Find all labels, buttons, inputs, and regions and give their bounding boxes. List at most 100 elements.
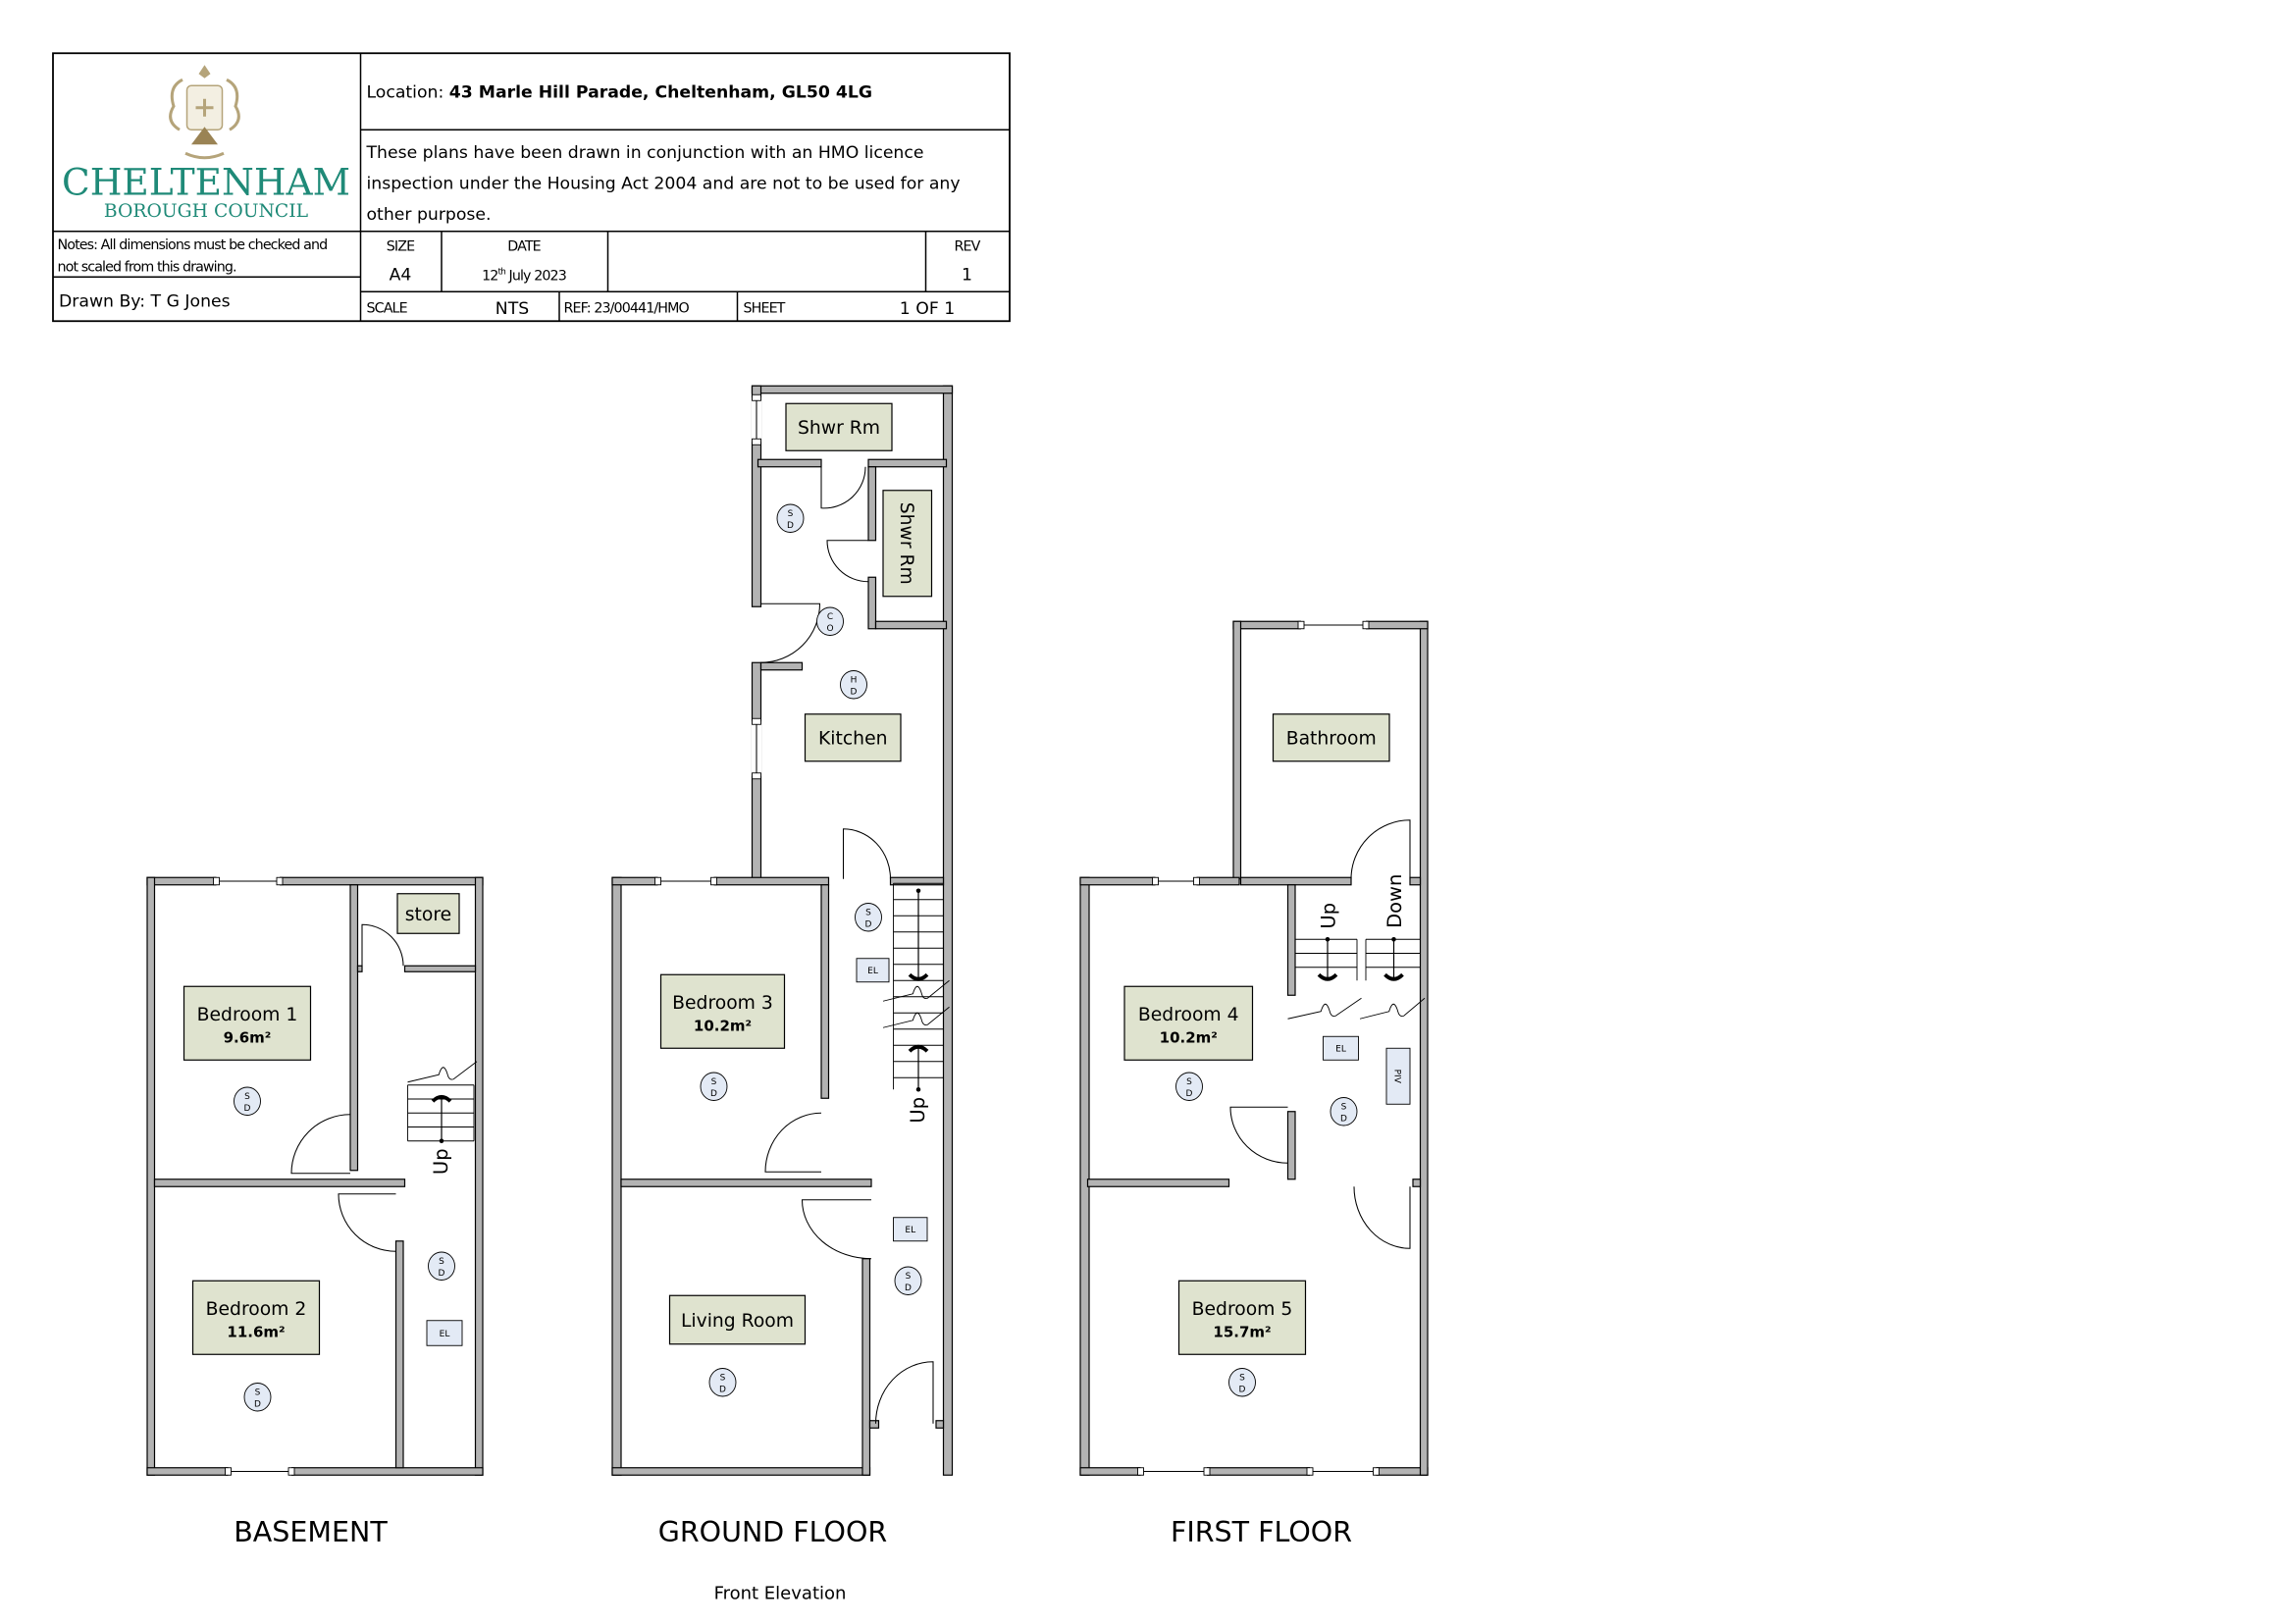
wall (474, 876, 484, 1476)
basement-title: BASEMENT (234, 1516, 388, 1548)
stair-break-line (882, 979, 950, 1002)
door-swing (874, 1361, 934, 1424)
door-swing (1353, 1186, 1411, 1249)
front-elevation-label: Front Elevation (714, 1583, 847, 1603)
svg-text:EL: EL (440, 1330, 450, 1339)
shower-room-1-label: Shwr Rm (785, 402, 893, 451)
size-value: A4 (390, 265, 412, 285)
wall (935, 1420, 945, 1429)
room-name: Kitchen (818, 729, 887, 750)
disclaimer-line-2: inspection under the Housing Act 2004 an… (367, 174, 961, 193)
svg-text:EL: EL (1335, 1045, 1346, 1055)
stair-break-line (1359, 997, 1426, 1020)
logo-name: CHELTENHAM (62, 160, 350, 203)
rev-value: 1 (962, 265, 972, 285)
wall (759, 661, 804, 671)
svg-text:D: D (254, 1400, 261, 1410)
window (1137, 1467, 1211, 1476)
svg-text:D: D (865, 920, 872, 930)
svg-text:D: D (905, 1283, 912, 1293)
room-area: 9.6m² (224, 1028, 272, 1046)
bathroom-label: Bathroom (1272, 713, 1390, 762)
door-swing (820, 466, 866, 509)
location-value: 43 Marle Hill Parade, Cheltenham, GL50 4… (449, 82, 872, 102)
window (225, 1467, 295, 1476)
smoke-detector-icon: SD (776, 503, 805, 533)
svg-text:PIV: PIV (1392, 1070, 1402, 1084)
piv-unit-icon: PIV (1385, 1047, 1411, 1105)
window (213, 876, 284, 886)
bedroom-5-label: Bedroom 515.7m² (1177, 1280, 1307, 1355)
room-area: 10.2m² (694, 1017, 752, 1034)
drawn-by: Drawn By: T G Jones (59, 291, 231, 311)
svg-text:O: O (826, 624, 833, 634)
smoke-detector-icon: SD (428, 1251, 455, 1281)
room-name: Living Room (681, 1311, 794, 1332)
svg-text:D: D (787, 521, 794, 531)
title-block: CHELTENHAM BOROUGH COUNCIL Location: 43 … (52, 52, 1011, 323)
wall (611, 1467, 871, 1476)
staircase (407, 1084, 475, 1142)
svg-text:S: S (439, 1257, 444, 1267)
smoke-detector-icon: SD (708, 1368, 737, 1397)
window (654, 876, 717, 886)
svg-text:S: S (788, 509, 794, 519)
co-detector-icon: CO (816, 606, 844, 636)
kitchen-label: Kitchen (804, 713, 902, 762)
svg-text:EL: EL (867, 967, 878, 976)
stair-down-label: Down (1383, 874, 1406, 928)
scale-value: NTS (496, 299, 529, 319)
svg-text:S: S (1186, 1077, 1192, 1087)
svg-text:D: D (1340, 1115, 1347, 1125)
svg-text:S: S (1239, 1374, 1245, 1384)
date-label: DATE (507, 238, 541, 254)
notes-line-1: Notes: All dimensions must be checked an… (58, 237, 328, 253)
svg-text:S: S (865, 909, 871, 918)
stair-direction-arrow-icon (1383, 937, 1404, 981)
wall (751, 385, 762, 607)
wall (1409, 876, 1422, 886)
room-name: Shwr Rm (798, 418, 880, 439)
stair-up-label: Up (430, 1148, 452, 1175)
svg-text:S: S (711, 1077, 717, 1087)
stair-direction-arrow-icon (908, 1044, 929, 1092)
wall (611, 876, 622, 1476)
sheet-value: 1 OF 1 (900, 299, 955, 319)
door-swing (290, 1114, 351, 1175)
electric-panel-icon: EL (893, 1217, 928, 1242)
smoke-detector-icon: SD (855, 903, 882, 932)
location-label: Location: (367, 82, 449, 102)
wall (757, 458, 822, 468)
wall (867, 576, 877, 630)
stair-up-label: Up (907, 1097, 929, 1124)
svg-text:D: D (244, 1104, 251, 1114)
smoke-detector-icon: SD (1175, 1072, 1203, 1101)
staircase (1365, 938, 1421, 981)
window (1297, 620, 1370, 630)
bedroom-2-label: Bedroom 211.6m² (191, 1280, 321, 1355)
wall (1286, 1111, 1296, 1180)
svg-text:C: C (827, 612, 833, 622)
wall (394, 1240, 404, 1469)
svg-text:S: S (906, 1272, 912, 1282)
location-line: Location: 43 Marle Hill Parade, Cheltenh… (367, 82, 873, 102)
wall (867, 466, 877, 542)
window (1152, 876, 1200, 886)
stair-break-line (407, 1061, 478, 1083)
sheet-label: SHEET (744, 300, 786, 316)
size-label: SIZE (387, 238, 415, 254)
wall (820, 884, 830, 1099)
notes-line-2: not scaled from this drawing. (58, 259, 236, 275)
wall (867, 458, 948, 468)
room-name: Bedroom 2 (206, 1299, 307, 1320)
room-name: Bedroom 5 (1192, 1299, 1293, 1320)
svg-text:D: D (1186, 1089, 1193, 1099)
smoke-detector-icon: SD (243, 1383, 272, 1412)
wall (403, 965, 477, 972)
svg-text:H: H (851, 676, 858, 686)
stair-up-label: Up (1318, 903, 1340, 929)
door-swing (361, 923, 404, 967)
stair-break-line (1287, 997, 1362, 1020)
